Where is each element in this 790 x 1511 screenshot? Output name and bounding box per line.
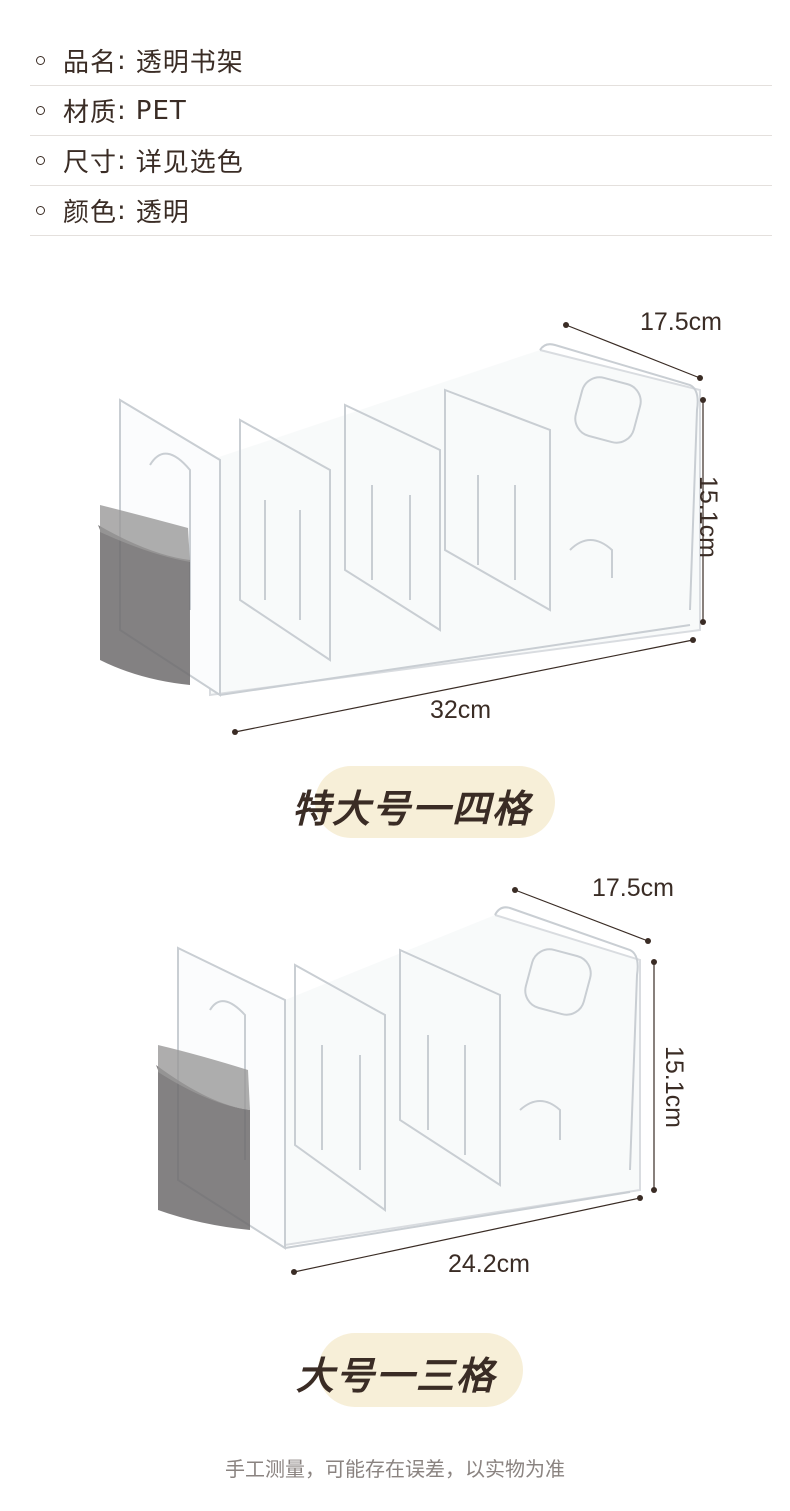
footer-note: 手工测量，可能存在误差，以实物为准 — [225, 1457, 565, 1481]
bookshelf-three-slot-illustration — [156, 887, 657, 1275]
bullet-icon — [36, 56, 45, 65]
spec-label: 颜色 — [63, 198, 118, 228]
spec-row-size: 尺寸 : 详见选色 — [30, 136, 772, 186]
spec-label: 尺寸 — [63, 148, 118, 178]
spec-value: PET — [135, 95, 187, 126]
bullet-icon — [36, 206, 45, 215]
spec-value: 透明书架 — [135, 48, 244, 78]
caption-medium: 大号一三格 — [296, 1354, 497, 1398]
depth-label: 17.5cm — [640, 308, 722, 336]
bullet-icon — [36, 156, 45, 165]
spec-label: 品名 — [63, 48, 118, 78]
spec-colon: : — [117, 45, 126, 76]
bookshelf-four-slot-illustration — [98, 322, 706, 735]
spec-label: 材质 — [63, 98, 118, 128]
spec-value: 透明 — [135, 198, 190, 228]
spec-value: 详见选色 — [135, 148, 244, 178]
bullet-icon — [36, 106, 45, 115]
spec-row-color: 颜色 : 透明 — [30, 186, 772, 236]
spec-colon: : — [117, 95, 126, 126]
caption-bg-large — [315, 766, 555, 838]
height-label: 15.1cm — [660, 1046, 688, 1128]
caption-large: 特大号一四格 — [292, 787, 533, 831]
product-figure-medium: 17.5cm 15.1cm 24.2cm — [0, 870, 790, 1290]
pen-cup-icon — [156, 1065, 250, 1230]
width-label: 24.2cm — [448, 1250, 530, 1278]
pen-cup-icon — [98, 525, 190, 685]
spec-row-name: 品名 : 透明书架 — [30, 36, 772, 86]
spec-list: 品名 : 透明书架 材质 : PET 尺寸 : 详见选色 颜色 : 透明 — [30, 36, 772, 236]
height-label: 15.1cm — [694, 476, 722, 558]
width-label: 32cm — [430, 696, 492, 724]
caption-bg-medium — [318, 1333, 523, 1407]
product-figure-large: 17.5cm 15.1cm 32cm — [0, 300, 790, 750]
spec-colon: : — [117, 195, 126, 226]
spec-colon: : — [117, 145, 126, 176]
depth-label: 17.5cm — [592, 874, 674, 902]
spec-row-material: 材质 : PET — [30, 86, 772, 136]
